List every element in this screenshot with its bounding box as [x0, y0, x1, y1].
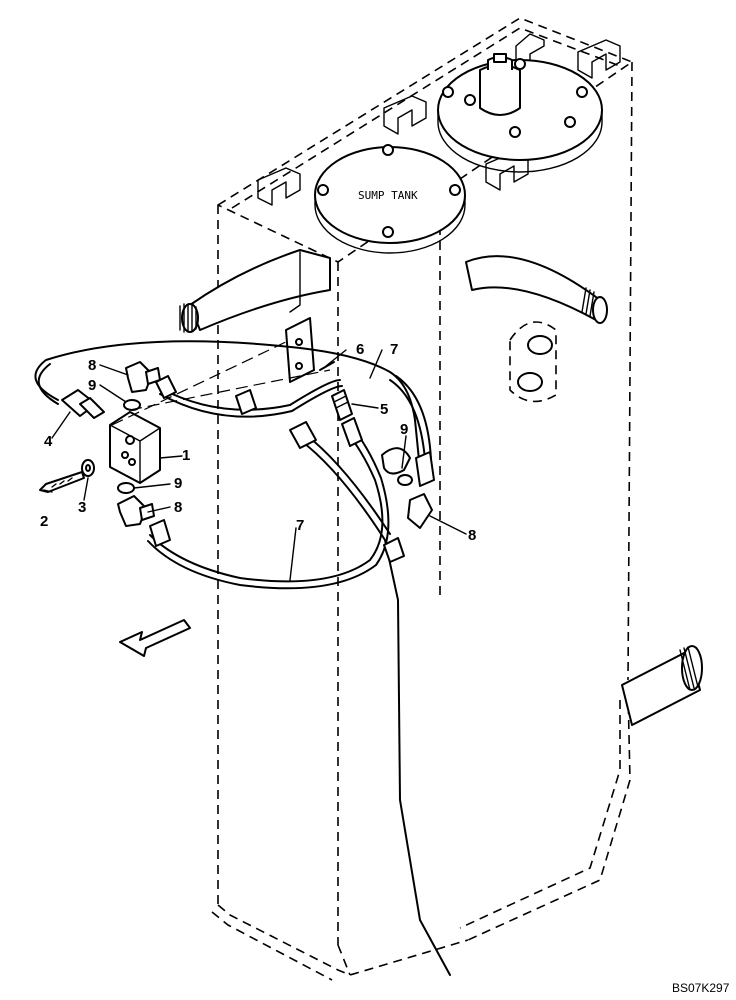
callout-8-lower: 8: [174, 499, 182, 516]
hose-connector: [341, 417, 363, 447]
left-pipe: [179, 249, 331, 333]
pressure-sensor: [61, 389, 105, 419]
cable-clamp: [289, 421, 317, 449]
valve-block: [109, 411, 161, 484]
washer: [81, 459, 95, 477]
hidden-line: [111, 339, 291, 426]
elbow-fitting: [125, 361, 161, 393]
callout-9-lower: 9: [174, 475, 182, 492]
callout-7-upper: 7: [390, 341, 398, 358]
direction-arrow-icon: [119, 619, 191, 657]
callout-8-upper: 8: [88, 357, 96, 374]
elbow-fitting: [407, 493, 433, 529]
hidden-line: [129, 369, 331, 411]
callout-2: 2: [40, 513, 48, 530]
leader-lines: [43, 349, 467, 581]
hose-connector: [149, 519, 171, 547]
filter-cover: [437, 53, 603, 173]
tank-body: [211, 17, 633, 981]
callout-9-upper: 9: [88, 377, 96, 394]
mounting-bracket: [285, 317, 315, 383]
hose-connector: [235, 389, 257, 415]
hose-connector: [415, 451, 435, 487]
callout-7-lower: 7: [296, 517, 304, 534]
callout-9-right: 9: [400, 421, 408, 438]
callout-1: 1: [182, 447, 190, 464]
cable-clamp: [383, 537, 405, 563]
callout-5: 5: [380, 401, 388, 418]
cap: [381, 447, 411, 475]
hose-connector: [155, 375, 177, 399]
reference-code: BS07K297: [672, 981, 730, 995]
o-ring: [397, 474, 413, 486]
callout-6: 6: [356, 341, 364, 358]
callout-4: 4: [44, 433, 53, 450]
callout-8-right: 8: [468, 527, 476, 544]
callout-3: 3: [78, 499, 86, 516]
o-ring: [117, 482, 135, 494]
bolt: [39, 471, 85, 493]
hose-assembly: [34, 340, 451, 976]
sump-tank-cover: SUMP TANK: [314, 144, 466, 254]
side-hatch: [509, 321, 557, 403]
right-pipe: [465, 255, 608, 324]
sump-tank-label: SUMP TANK: [358, 189, 418, 202]
elbow-fitting: [117, 495, 155, 527]
hose-connector: [331, 389, 353, 421]
outlet-pipe: [621, 645, 703, 726]
